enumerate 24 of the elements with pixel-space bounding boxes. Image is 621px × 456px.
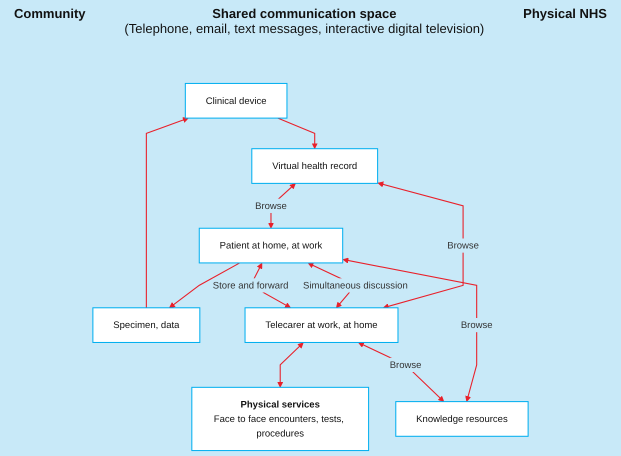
node-box: Clinical device [184, 82, 288, 119]
column-heading: Shared communication space [211, 6, 398, 21]
edge-label: Browse [390, 359, 422, 370]
arrow [146, 117, 189, 308]
node-box: Patient at home, at work [198, 228, 344, 264]
arrow [278, 118, 318, 149]
edge-label: Browse [447, 240, 479, 251]
arrow [342, 258, 478, 402]
arrow [378, 181, 464, 310]
arrow [169, 262, 240, 308]
node-box: Knowledge resources [395, 401, 529, 437]
node-box: Virtual health record [251, 148, 378, 184]
arrow [358, 342, 444, 402]
column-subheading: (Telephone, email, text messages, interactive digital television) [124, 21, 484, 36]
edge-label: Simultaneous discussion [303, 280, 408, 290]
edge-label: Browse [255, 200, 287, 211]
arrow [277, 342, 304, 388]
edge-label: Store and forward [212, 280, 288, 290]
edge-label: Browse [460, 319, 493, 330]
node-box: Telecarer at work, at home [244, 307, 398, 343]
node-box: Specimen, data [92, 307, 200, 343]
column-heading: Physical NHS [523, 6, 607, 21]
column-heading: Community [14, 6, 86, 21]
node-box: Physical services Face to face encounters, tests, procedures [191, 386, 370, 452]
